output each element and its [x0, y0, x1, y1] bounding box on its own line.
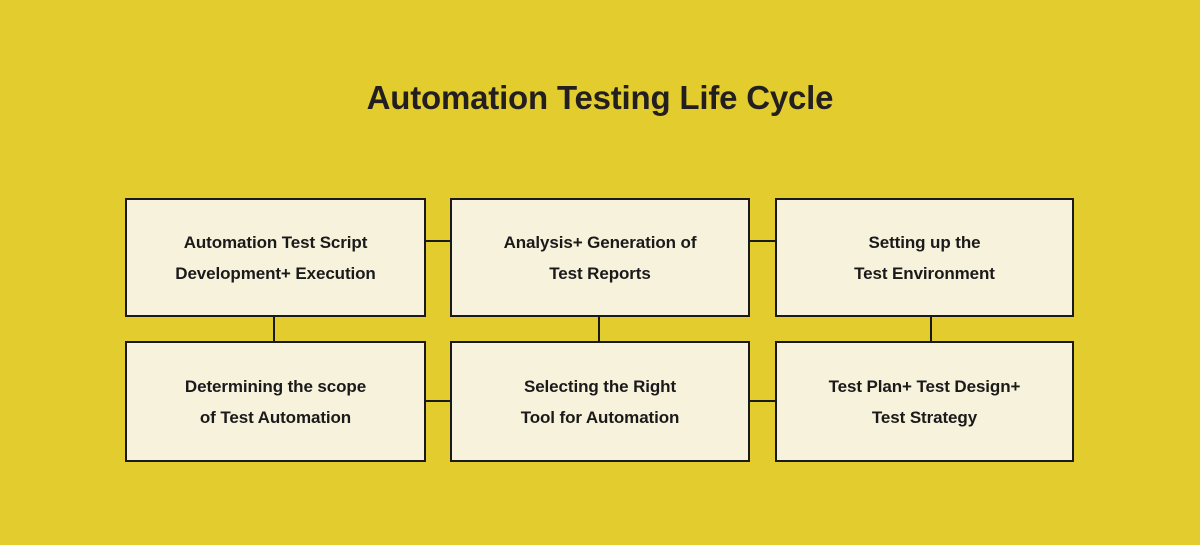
connector-row2-col2-col3: [748, 400, 777, 402]
connector-col3-row1-row2: [930, 315, 932, 343]
node-label-line1: Automation Test Script: [183, 232, 368, 252]
connector-row1-col2-col3: [748, 240, 777, 242]
node-label-line2: Test Reports: [549, 263, 651, 283]
node-test-plan-test-design-test-strategy[interactable]: Test Plan+ Test Design+ Test Strategy: [775, 341, 1074, 462]
connector-col1-row1-row2: [273, 315, 275, 343]
node-setting-up-the-test-environment[interactable]: Setting up the Test Environment: [775, 198, 1074, 317]
node-label-line2: Test Strategy: [871, 407, 978, 427]
node-label-line2: Development+ Execution: [175, 263, 376, 283]
node-label-line1: Test Plan+ Test Design+: [828, 376, 1021, 396]
connector-col2-row1-row2: [598, 315, 600, 343]
node-label: Analysis+ Generation of Test Reports: [494, 227, 707, 289]
node-analysis-generation-of-test-reports[interactable]: Analysis+ Generation of Test Reports: [450, 198, 750, 317]
node-label: Automation Test Script Development+ Exec…: [165, 227, 385, 289]
node-automation-test-script-development-execution[interactable]: Automation Test Script Development+ Exec…: [125, 198, 426, 317]
node-label: Setting up the Test Environment: [844, 227, 1005, 289]
node-label: Determining the scope of Test Automation: [175, 371, 376, 433]
page-title: Automation Testing Life Cycle: [366, 79, 834, 116]
node-label: Test Plan+ Test Design+ Test Strategy: [819, 371, 1031, 433]
connector-row1-col1-col2: [424, 240, 452, 242]
node-label-line1: Setting up the: [868, 232, 981, 252]
node-label-line2: of Test Automation: [199, 407, 352, 427]
node-determining-the-scope-of-test-automation[interactable]: Determining the scope of Test Automation: [125, 341, 426, 462]
node-label-line2: Tool for Automation: [520, 407, 680, 427]
node-label-line1: Analysis+ Generation of: [503, 232, 697, 252]
node-label-line2: Test Environment: [854, 263, 995, 283]
connector-row2-col1-col2: [424, 400, 452, 402]
node-selecting-the-right-tool-for-automation[interactable]: Selecting the Right Tool for Automation: [450, 341, 750, 462]
node-label-line1: Determining the scope: [184, 376, 367, 396]
node-label-line1: Selecting the Right: [523, 376, 677, 396]
node-label: Selecting the Right Tool for Automation: [511, 371, 690, 433]
